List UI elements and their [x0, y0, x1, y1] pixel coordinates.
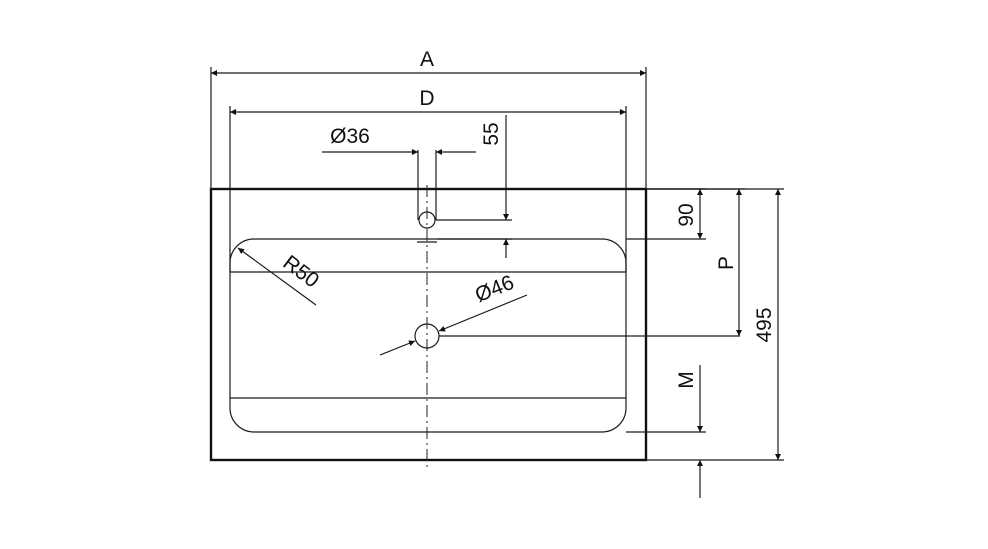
label-p: P [715, 256, 738, 270]
label-r50: R50 [279, 251, 324, 293]
label-55: 55 [480, 122, 503, 145]
basin-outline [209, 187, 648, 462]
tap-hole [418, 211, 436, 229]
label-m: M [675, 371, 698, 389]
label-a: A [420, 48, 434, 71]
drain-dim-leader [379, 340, 416, 356]
label-90: 90 [675, 203, 698, 226]
label-495: 495 [753, 307, 776, 342]
drain-dim-leader-upper [438, 294, 528, 332]
label-tap-hole: Ø36 [330, 125, 370, 148]
radius-leader [237, 247, 317, 306]
label-d: D [419, 87, 434, 110]
